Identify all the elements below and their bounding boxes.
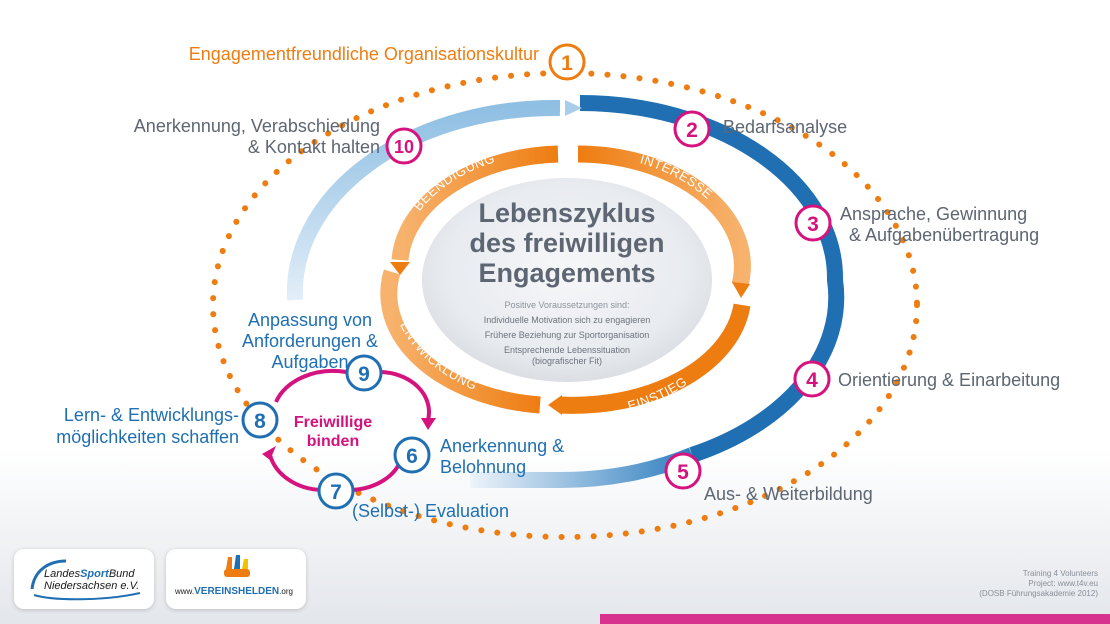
step-3-label-line-2: & Aufgabenübertragung bbox=[849, 225, 1039, 245]
orange-arrowhead-interesse bbox=[732, 282, 750, 298]
step-1-label: Engagementfreundliche Organisationskultu… bbox=[189, 44, 539, 64]
step-3-label-line-1: Ansprache, Gewinnung bbox=[840, 204, 1027, 224]
blue-ring-arrowhead bbox=[565, 100, 582, 116]
step-2-number: 2 bbox=[686, 119, 698, 142]
outer-dotted-ring bbox=[210, 70, 920, 540]
step-3-number: 3 bbox=[807, 213, 819, 236]
orange-ring-entwicklung bbox=[380, 269, 541, 414]
loop-arc-8-9 bbox=[274, 368, 347, 403]
orange-ring-interesse bbox=[577, 145, 751, 288]
step-4: 4 bbox=[793, 360, 831, 398]
loop-arrowhead-6 bbox=[421, 418, 436, 430]
step-8: 8 bbox=[241, 401, 279, 439]
bottom-accent-bar bbox=[600, 614, 1110, 624]
center-title-line-1: Lebenszyklus bbox=[478, 198, 655, 228]
step-10-label-line-2: & Kontakt halten bbox=[248, 137, 380, 157]
vereinshelden-logo-card: www.VEREINSHELDEN.org bbox=[166, 549, 306, 609]
loop-arc-6-7 bbox=[351, 461, 402, 492]
center-sub-heading: Positive Voraussetzungen sind: bbox=[504, 300, 629, 310]
step-9: 9 bbox=[345, 354, 383, 392]
step-4-label: Orientierung & Einarbeitung bbox=[838, 370, 1060, 390]
inner-loop-label-line-1: Freiwillige bbox=[294, 414, 372, 431]
blue-ring-left bbox=[286, 99, 561, 301]
credits-line-2: Project: www.t4v.eu bbox=[1028, 579, 1098, 588]
lsb-logo-card: LandesSportBund Niedersachsen e.V. bbox=[14, 549, 154, 609]
step-9-label-line-3: Aufgaben bbox=[271, 352, 348, 372]
step-5-label: Aus- & Weiterbildung bbox=[704, 484, 873, 504]
step-2: 2 bbox=[673, 110, 711, 148]
credits: Training 4 Volunteers Project: www.t4v.e… bbox=[979, 569, 1098, 599]
step-1-number: 1 bbox=[561, 52, 573, 75]
step-1: 1 bbox=[548, 43, 586, 81]
vereinshelden-wordmark: www.VEREINSHELDEN.org bbox=[174, 586, 293, 597]
inner-loop-label-line-2: binden bbox=[307, 433, 359, 450]
step-7-label: (Selbst-) Evaluation bbox=[352, 501, 509, 521]
step-2-label: Bedarfsanalyse bbox=[723, 117, 847, 137]
step-9-number: 9 bbox=[358, 363, 370, 386]
orange-arrowhead-einstieg bbox=[548, 395, 562, 415]
step-5: 5 bbox=[664, 452, 702, 490]
lsb-line-2: Niedersachsen e.V. bbox=[44, 580, 139, 592]
center-title-line-3: Engagements bbox=[478, 258, 655, 288]
vereinshelden-logo: www.VEREINSHELDEN.org bbox=[174, 555, 293, 597]
orange-ring-beendigung bbox=[391, 145, 559, 261]
step-3: 3 bbox=[794, 204, 832, 242]
center-sub-line-3: Entsprechende Lebenssituation bbox=[504, 345, 630, 355]
center-sub-line-2: Frühere Beziehung zur Sportorganisation bbox=[485, 330, 650, 340]
step-10-label-line-1: Anerkennung, Verabschiedung bbox=[134, 116, 380, 136]
step-6-label-line-2: Belohnung bbox=[440, 457, 526, 477]
center-sub-line-4: (biografischer Fit) bbox=[532, 356, 602, 366]
lsb-line-1: LandesSportBund bbox=[44, 568, 135, 580]
step-8-label-line-2: möglichkeiten schaffen bbox=[56, 427, 239, 447]
orange-arrowhead-beendigung bbox=[390, 262, 410, 275]
step-8-label-line-1: Lern- & Entwicklungs- bbox=[64, 405, 239, 425]
orange-ring-einstieg bbox=[559, 303, 751, 414]
step-7-number: 7 bbox=[330, 481, 342, 504]
lsb-logo: LandesSportBund Niedersachsen e.V. bbox=[30, 559, 141, 601]
step-4-number: 4 bbox=[806, 369, 818, 392]
loop-arrowhead-8 bbox=[262, 446, 276, 460]
step-6: 6 bbox=[393, 436, 431, 474]
step-5-number: 5 bbox=[677, 461, 689, 484]
step-6-number: 6 bbox=[406, 445, 418, 468]
step-6-label-line-1: Anerkennung & bbox=[440, 436, 564, 456]
center-sub-line-1: Individuelle Motivation sich zu engagier… bbox=[484, 315, 651, 325]
step-8-number: 8 bbox=[254, 410, 266, 433]
step-7: 7 bbox=[317, 472, 355, 510]
loop-arc-9-6 bbox=[379, 370, 431, 421]
step-9-label-line-2: Anforderungen & bbox=[242, 331, 378, 351]
step-9-label-line-1: Anpassung von bbox=[248, 310, 372, 330]
step-10: 10 bbox=[385, 127, 423, 165]
center-title-line-2: des freiwilligen bbox=[469, 228, 664, 258]
credits-line-1: Training 4 Volunteers bbox=[1022, 569, 1098, 578]
vereinshelden-hands-icon bbox=[224, 555, 250, 577]
step-10-number: 10 bbox=[394, 137, 414, 157]
loop-arc-7-8 bbox=[268, 454, 323, 492]
center-ellipse bbox=[422, 178, 712, 382]
credits-line-3: (DOSB Führungsakademie 2012) bbox=[979, 589, 1098, 598]
lsb-swoosh-icon bbox=[30, 559, 67, 590]
lsb-underline-icon bbox=[33, 592, 141, 601]
